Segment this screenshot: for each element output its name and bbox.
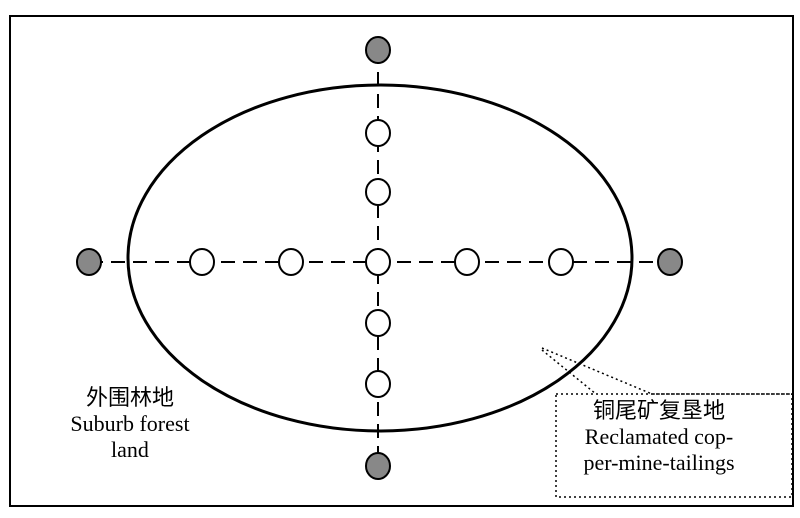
sample-point-inside <box>189 248 215 276</box>
tailings-label-box <box>555 393 793 498</box>
sample-point-inside <box>548 248 574 276</box>
reclaimed-area-ellipse <box>126 83 634 433</box>
sample-point-inside <box>365 178 391 206</box>
sample-point-inside <box>278 248 304 276</box>
sample-point-outside <box>76 248 102 276</box>
tailings-label: 铜尾矿复垦地 Reclamated cop- per-mine-tailings <box>556 398 762 476</box>
label-leader-line <box>541 347 792 395</box>
sample-point-outside <box>365 36 391 64</box>
sample-point-inside <box>365 119 391 147</box>
outside-sampling-points <box>76 36 683 480</box>
forest-label-en-1: Suburb forest <box>70 411 190 436</box>
tailings-label-zh: 铜尾矿复垦地 <box>592 398 725 423</box>
sample-point-outside <box>657 248 683 276</box>
tailings-label-en-2: per-mine-tailings <box>583 450 735 475</box>
sample-point-inside <box>365 309 391 337</box>
forest-label: 外围林地 Suburb forest land <box>40 385 220 463</box>
tailings-label-en-1: Reclamated cop- <box>584 424 734 449</box>
sample-point-outside <box>365 452 391 480</box>
outer-border <box>9 15 794 507</box>
forest-label-zh: 外围林地 <box>85 385 174 410</box>
sample-point-inside <box>454 248 480 276</box>
sample-point-inside <box>365 248 391 276</box>
inside-sampling-points <box>189 119 574 398</box>
label-leader-line-2 <box>541 349 597 395</box>
sample-point-inside <box>365 370 391 398</box>
forest-label-en-2: land <box>111 437 149 462</box>
